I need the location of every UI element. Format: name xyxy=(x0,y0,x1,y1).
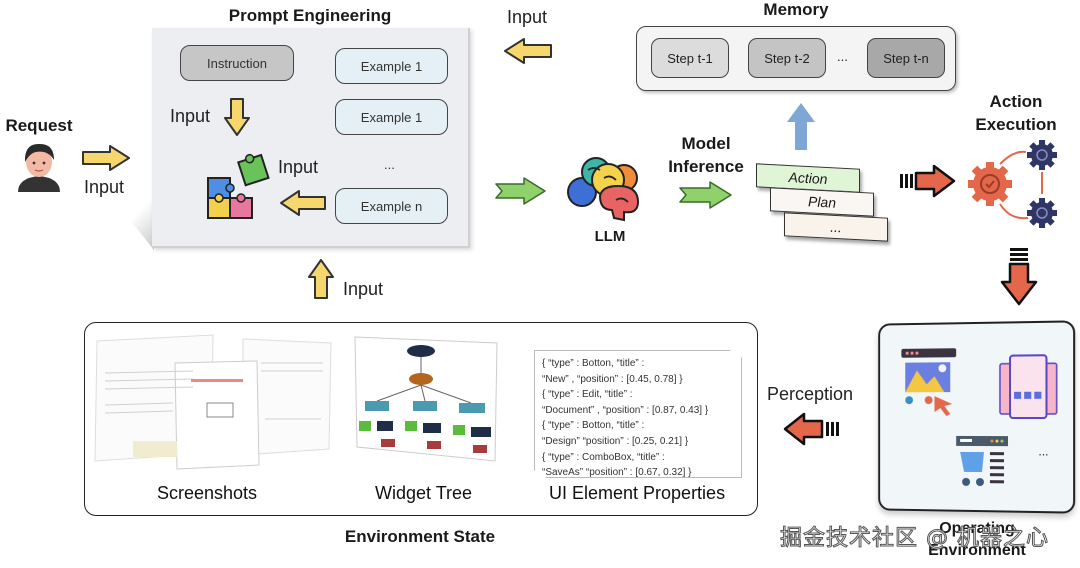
green-arrow-to-llm-icon xyxy=(495,177,546,205)
operating-environment-line1: Operating xyxy=(939,520,1015,537)
example-box-2: Example 1 xyxy=(335,99,448,135)
ui-properties-json-card: { “type” : Botton, “title” : “New” , “po… xyxy=(534,350,742,478)
shopping-cart-icon xyxy=(956,435,1009,487)
json-line: { “type” : Botton, “title” : xyxy=(542,420,645,432)
memory-title: Memory xyxy=(763,0,829,19)
user-avatar-icon xyxy=(18,143,60,192)
mobile-app-icon xyxy=(996,349,1061,426)
input-arrow-left-icon xyxy=(280,190,326,216)
puzzle-icon xyxy=(207,153,270,219)
green-arrow-inference-icon xyxy=(679,181,732,209)
prompt-engineering-panel: Instruction Example 1 Example 1 ... Exam… xyxy=(152,28,470,248)
ui-element-properties-label: UI Element Properties xyxy=(549,483,726,503)
prompt-engineering-title: Prompt Engineering xyxy=(228,6,392,25)
json-line: “SaveAs” “position” : [0.67, 0.32] } xyxy=(542,467,692,479)
red-arrow-left-icon xyxy=(783,412,839,446)
operating-environment-panel: ... xyxy=(878,320,1076,514)
action-execution-line2: Execution xyxy=(975,115,1057,134)
operating-environment-label: Operating Environment xyxy=(902,518,1052,562)
action-execution-line1: Action xyxy=(989,92,1043,111)
output-card-more: ... xyxy=(784,212,888,242)
memory-step-1: Step t-1 xyxy=(651,38,729,78)
memory-panel: Step t-1 Step t-2 ... Step t-n xyxy=(636,26,956,91)
model-inference-line2: Inference xyxy=(668,157,744,176)
input-arrow-down-icon xyxy=(224,98,250,136)
operating-environment-line2: Environment xyxy=(928,542,1026,559)
image-click-icon xyxy=(901,348,957,417)
model-inference-line1: Model xyxy=(681,134,731,153)
os-more-ellipsis: ... xyxy=(1038,444,1049,459)
memory-step-2: Step t-2 xyxy=(748,38,826,78)
memory-step-n: Step t-n xyxy=(867,38,945,78)
screenshots-label: Screenshots xyxy=(157,483,258,503)
widget-tree-label: Widget Tree xyxy=(375,483,473,503)
memory-input-arrow-left-icon xyxy=(504,38,552,64)
env-input-arrow-up-icon xyxy=(308,259,334,299)
instruction-input-label: Input xyxy=(170,106,211,126)
env-input-label: Input xyxy=(343,279,384,299)
panel-shadow xyxy=(110,195,154,250)
json-line: “New” , “position” : [0.45, 0.78] } xyxy=(542,373,683,385)
examples-input-label: Input xyxy=(278,157,319,177)
llm-brain-icon xyxy=(567,157,640,222)
screenshots-thumbnail xyxy=(94,334,332,470)
perception-label: Perception xyxy=(767,384,854,404)
red-arrow-right-icon xyxy=(900,164,956,198)
example-box-n: Example n xyxy=(335,188,448,224)
examples-ellipsis: ... xyxy=(384,157,395,172)
json-line: “Document” , “position” : [0.87, 0.43] } xyxy=(542,404,709,416)
watermark-text: 掘金技术社区 @ 机器之心 xyxy=(780,526,1049,552)
memory-input-label: Input xyxy=(507,7,548,27)
input-arrow-right-icon xyxy=(82,145,130,171)
json-line: { “type” : ComboBox, “title” : xyxy=(542,451,665,463)
action-execution-label: Action Execution xyxy=(966,90,1066,136)
widget-tree-thumbnail xyxy=(354,336,498,462)
memory-ellipsis: ... xyxy=(837,49,848,64)
gears-icon xyxy=(968,140,1057,228)
request-title: Request xyxy=(5,116,73,135)
memory-arrow-up-icon xyxy=(787,103,815,150)
environment-state-title: Environment State xyxy=(344,527,496,546)
model-inference-label: Model Inference xyxy=(666,132,746,178)
llm-label: LLM xyxy=(594,228,626,245)
red-arrow-down-icon xyxy=(1000,248,1038,306)
json-line: “Design” “position” : [0.25, 0.21] } xyxy=(542,435,689,447)
json-line: { “type” : Edit, “title” : xyxy=(542,389,633,401)
instruction-box: Instruction xyxy=(180,45,294,81)
example-box-1: Example 1 xyxy=(335,48,448,84)
json-line: { “type” : Botton, “title” : xyxy=(542,358,645,369)
request-input-label: Input xyxy=(84,177,125,197)
